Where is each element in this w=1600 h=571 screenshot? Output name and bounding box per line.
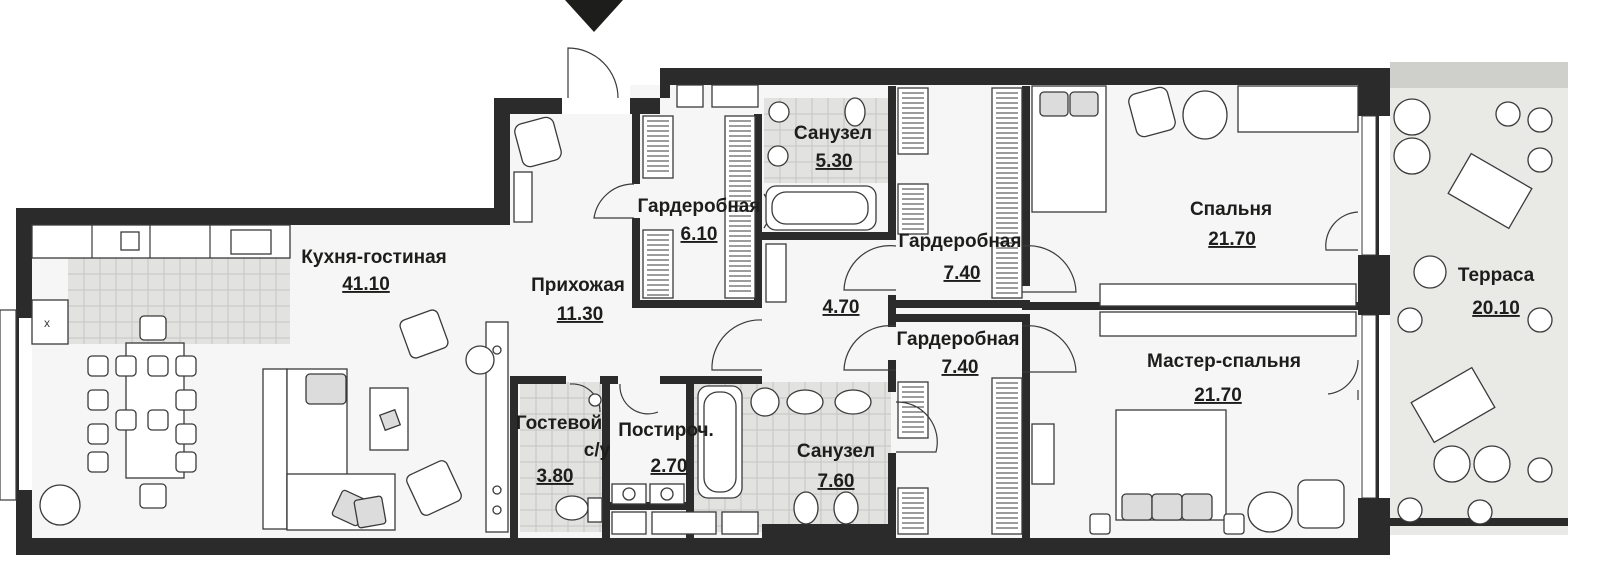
plant-icon: [1413, 255, 1447, 289]
walls: [16, 68, 1568, 555]
plant-icon: [1527, 147, 1553, 173]
kitchen-area: 41.10: [342, 274, 390, 295]
bathroom-fixtures: [555, 97, 877, 525]
window-left: [0, 309, 17, 501]
room-labels: Кухня-гостиная 41.10 Прихожая 11.30 Гард…: [301, 123, 1534, 492]
master-name: Мастер-спальня: [1147, 351, 1301, 372]
kitchen-name: Кухня-гостиная: [301, 247, 447, 268]
plant-icon: [465, 345, 495, 375]
corridor-area: 4.70: [823, 297, 860, 318]
plant-icon: [1467, 499, 1493, 525]
terrace-area: 20.10: [1472, 298, 1520, 319]
living-furniture: [39, 116, 562, 533]
master-area: 21.70: [1194, 385, 1242, 406]
plant-icon: [750, 387, 780, 417]
laundry-name: Постироч.: [618, 420, 714, 441]
chair-icon: [115, 355, 137, 377]
chair-icon: [87, 451, 109, 473]
doors: [0, 47, 1377, 501]
chair-icon: [147, 355, 169, 377]
bath1-name: Санузел: [794, 123, 872, 144]
wardrobe-hangers: [647, 92, 1018, 529]
plant-icon: [1397, 307, 1423, 333]
terrace-name: Терраса: [1458, 265, 1535, 286]
bedroom-name: Спальня: [1190, 199, 1272, 220]
terrace-furniture: [1393, 98, 1553, 525]
plant-icon: [1397, 497, 1423, 523]
kitchen-furniture: x: [31, 224, 291, 509]
dining-chairs: [87, 355, 197, 473]
wardrobe2-area: 7.40: [944, 263, 981, 284]
plant-icon: [1495, 101, 1521, 127]
bath2-name: Санузел: [797, 441, 875, 462]
bedroom-furniture: [1031, 85, 1359, 535]
guest-wc-area: 3.80: [537, 466, 574, 487]
chair-icon: [175, 423, 197, 445]
chair-icon: [175, 389, 197, 411]
chair-icon: [115, 409, 137, 431]
plant-icon: [1527, 307, 1553, 333]
chair-icon: [175, 451, 197, 473]
chair-icon: [87, 389, 109, 411]
plant-icon: [768, 101, 790, 123]
plant-icon: [39, 484, 81, 526]
chair-icon: [87, 423, 109, 445]
wardrobe1-area: 6.10: [681, 224, 718, 245]
chair-icon: [175, 355, 197, 377]
plant-icon: [1527, 107, 1553, 133]
laundry-area: 2.70: [651, 456, 688, 477]
bath2-area: 7.60: [818, 471, 855, 492]
wardrobe3-name: Гардеробная: [897, 329, 1020, 350]
wardrobe2-name: Гардеробная: [899, 231, 1022, 252]
bedroom-area: 21.70: [1208, 229, 1256, 250]
bath1-area: 5.30: [816, 151, 853, 172]
shafts: [611, 84, 759, 535]
guest-wc-name: Гостевой: [516, 413, 602, 434]
svg-text:x: x: [44, 316, 50, 330]
chair-icon: [147, 409, 169, 431]
chair-icon: [87, 355, 109, 377]
wardrobe3-area: 7.40: [942, 357, 979, 378]
entrance-arrow-icon: [565, 0, 623, 32]
wardrobe1-name: Гардеробная: [638, 196, 761, 217]
plant-icon: [1527, 457, 1553, 483]
entrance-door-icon: [567, 47, 619, 99]
guest-wc-name-2: с/у: [584, 440, 611, 461]
hall-name: Прихожая: [531, 275, 625, 296]
hall-area: 11.30: [557, 304, 604, 325]
